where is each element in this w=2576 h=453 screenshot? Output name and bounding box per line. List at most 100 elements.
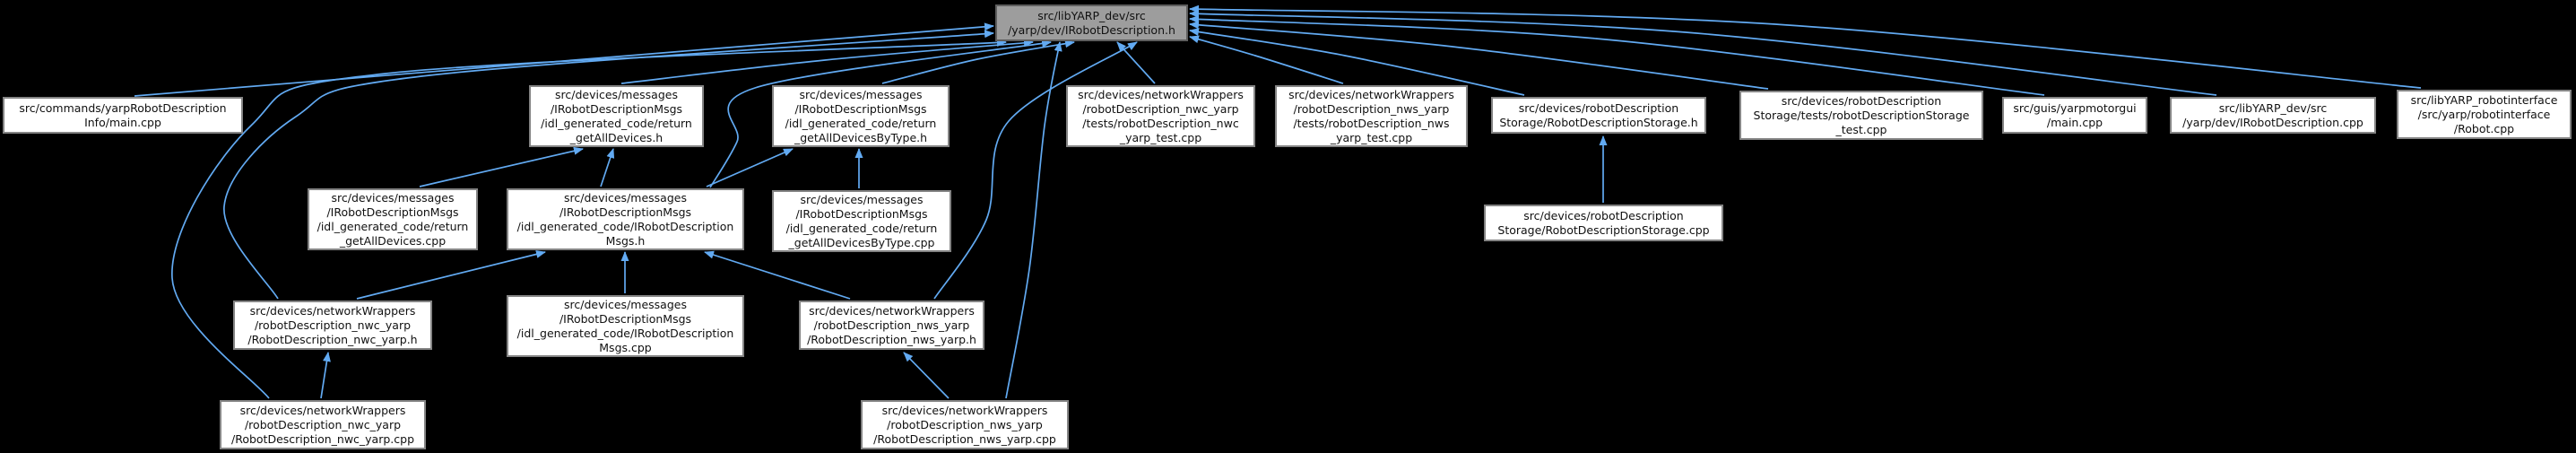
node-label-line: src/devices/messages [799,87,923,101]
edge-storage_h-to-root [1189,28,1525,96]
edge-nws_cpp-to-nws_h [903,352,950,399]
edge-nws_test-to-root [1189,35,1344,84]
node-label-line: src/libYARP_dev/src [2218,100,2328,115]
edge-msgs_h-to-root [709,39,1052,188]
graph-node-ret_getAllDevices_cpp[interactable]: src/devices/messages/IRobotDescriptionMs… [308,188,478,250]
node-label-line: src/devices/messages [800,192,924,206]
node-label-line: /tests/robotDescription_nwc [1082,116,1239,130]
node-label-line: /main.cpp [2046,115,2103,129]
node-label-line: /tests/robotDescription_nws [1293,116,1450,130]
node-label-line: src/devices/messages [564,190,687,205]
node-label-line: /RobotDescription_nws_yarp.h [807,332,976,346]
node-label-line: _getAllDevicesByType.h [794,130,928,144]
edge-nws_cpp-to-root [1005,41,1062,399]
node-label-line: Info/main.cpp [84,115,161,129]
graph-node-ret_getAllDevices_h[interactable]: src/devices/messages/IRobotDescriptionMs… [529,85,704,147]
node-label-line: _test.cpp [1835,122,1887,136]
node-label-line: src/devices/networkWrappers [249,303,416,318]
edge-nwc_cpp-to-root [171,39,1007,399]
node-label-line: /idl_generated_code/return [785,221,938,235]
edge-msgs_h-to-ret_getAllDevices_h [600,148,615,187]
graph-node-nwc_test[interactable]: src/devices/networkWrappers/robotDescrip… [1066,85,1255,147]
node-label-line: /robotDescription_nwc_yarp [254,318,412,332]
graph-node-nws_cpp[interactable]: src/devices/networkWrappers/robotDescrip… [861,400,1069,449]
edge-ird_cpp-to-root [1189,9,2217,96]
node-label-line: src/devices/robotDescription [1518,100,1679,115]
node-label-line: src/devices/messages [331,190,455,205]
graph-node-nwc_h[interactable]: src/devices/networkWrappers/robotDescrip… [233,301,432,350]
node-label-line: Msgs.h [605,233,646,248]
node-label-line: _yarp_test.cpp [1330,130,1413,144]
node-label-line: src/devices/networkWrappers [809,303,975,318]
node-label-line: /idl_generated_code/return [785,116,937,130]
node-label-line: src/guis/yarpmotorgui [2013,100,2137,115]
edge-nwc_cpp-to-nwc_h [320,352,331,399]
node-label-line: src/devices/networkWrappers [1078,87,1244,101]
node-label-line: src/libYARP_robotinterface [2410,92,2558,107]
node-label-line: _getAllDevicesByType.cpp [788,235,935,249]
node-label-line: Storage/RobotDescriptionStorage.h [1499,115,1698,129]
node-label-line: /RobotDescription_nwc_yarp.h [247,332,418,346]
node-label-line: /IRobotDescriptionMsgs [326,205,459,219]
node-label-line: /robotDescription_nwc_yarp [244,417,402,431]
graph-node-ird_cpp[interactable]: src/libYARP_dev/src/yarp/dev/IRobotDescr… [2170,97,2376,134]
node-label-line: /idl_generated_code/IRobotDescription [516,219,734,233]
node-label-line: /IRobotDescriptionMsgs [795,206,928,221]
node-label-line: src/devices/networkWrappers [239,403,406,417]
node-label-line: /Robot.cpp [2453,121,2515,135]
node-label-line: /yarp/dev/IRobotDescription.cpp [2182,115,2364,129]
edge-ret_getAllDevicesByType_h-to-root [881,39,1075,84]
node-label-line: src/devices/networkWrappers [881,403,1048,417]
node-label-line: /IRobotDescriptionMsgs [559,205,692,219]
node-label-line: Storage/RobotDescriptionStorage.cpp [1497,222,1710,237]
node-label-line: src/devices/messages [555,87,678,101]
edge-ret_getAllDevices_h-to-root [620,39,1034,84]
node-label-line: /RobotDescription_nws_yarp.cpp [873,431,1056,446]
node-label-line: /RobotDescription_nwc_yarp.cpp [230,431,415,446]
graph-node-ret_getAllDevicesByType_h[interactable]: src/devices/messages/IRobotDescriptionMs… [772,85,950,147]
graph-node-ret_getAllDevicesByType_cpp[interactable]: src/devices/messages/IRobotDescriptionMs… [772,190,951,252]
node-label-line: _getAllDevices.h [569,130,664,144]
node-label-line: Storage/tests/robotDescriptionStorage [1753,108,1970,122]
node-label-line: /IRobotDescriptionMsgs [550,101,683,116]
node-label-line: /IRobotDescriptionMsgs [794,101,927,116]
edge-ret_getAllDevices_cpp-to-ret_getAllDevices_h [419,146,584,187]
edge-nws_h-to-msgs_h [704,250,851,300]
edge-nwc_h-to-root [223,30,994,300]
edge-nwc_test-to-root [1116,41,1156,84]
graph-node-gui_main[interactable]: src/guis/yarpmotorgui/main.cpp [2002,97,2147,134]
graph-node-msgs_cpp[interactable]: src/devices/messages/IRobotDescriptionMs… [507,295,744,357]
edge-nwc_h-to-msgs_h [356,250,546,300]
node-label-line: src/devices/networkWrappers [1288,87,1454,101]
node-label-line: /robotDescription_nws_yarp [887,417,1043,431]
graph-node-nws_h[interactable]: src/devices/networkWrappers/robotDescrip… [799,301,984,350]
graph-node-root: src/libYARP_dev/src/yarp/dev/IRobotDescr… [995,4,1188,41]
node-label-line: _getAllDevices.cpp [339,233,447,248]
graph-node-robot_cpp[interactable]: src/libYARP_robotinterface/src/yarp/robo… [2397,90,2572,139]
graph-node-nwc_cpp[interactable]: src/devices/networkWrappers/robotDescrip… [220,400,426,449]
graph-node-nws_test[interactable]: src/devices/networkWrappers/robotDescrip… [1275,85,1468,147]
edge-robot_cpp-to-root [1189,4,2422,89]
node-label-line: /robotDescription_nwc_yarp [1082,101,1239,116]
node-label-line: src/devices/robotDescription [1781,93,1942,108]
node-label-line: src/commands/yarpRobotDescription [19,100,227,115]
edge-storage_test-to-root [1189,21,1769,90]
node-label-line: Msgs.cpp [599,340,652,354]
node-label-line: /idl_generated_code/return [317,219,469,233]
node-label-line: src/libYARP_dev/src [1037,8,1146,22]
edge-gui_main-to-root [1189,14,2045,96]
node-label-line: /idl_generated_code/return [541,116,692,130]
node-label-line: /yarp/dev/IRobotDescription.h [1008,22,1175,37]
graph-node-msgs_h[interactable]: src/devices/messages/IRobotDescriptionMs… [507,188,744,250]
node-label-line: /robotDescription_nws_yarp [813,318,970,332]
node-label-line: src/devices/messages [564,297,687,311]
node-label-line: src/devices/robotDescription [1523,208,1684,222]
edge-nws_h-to-root [933,41,1138,300]
node-label-line: /idl_generated_code/IRobotDescription [516,326,734,340]
